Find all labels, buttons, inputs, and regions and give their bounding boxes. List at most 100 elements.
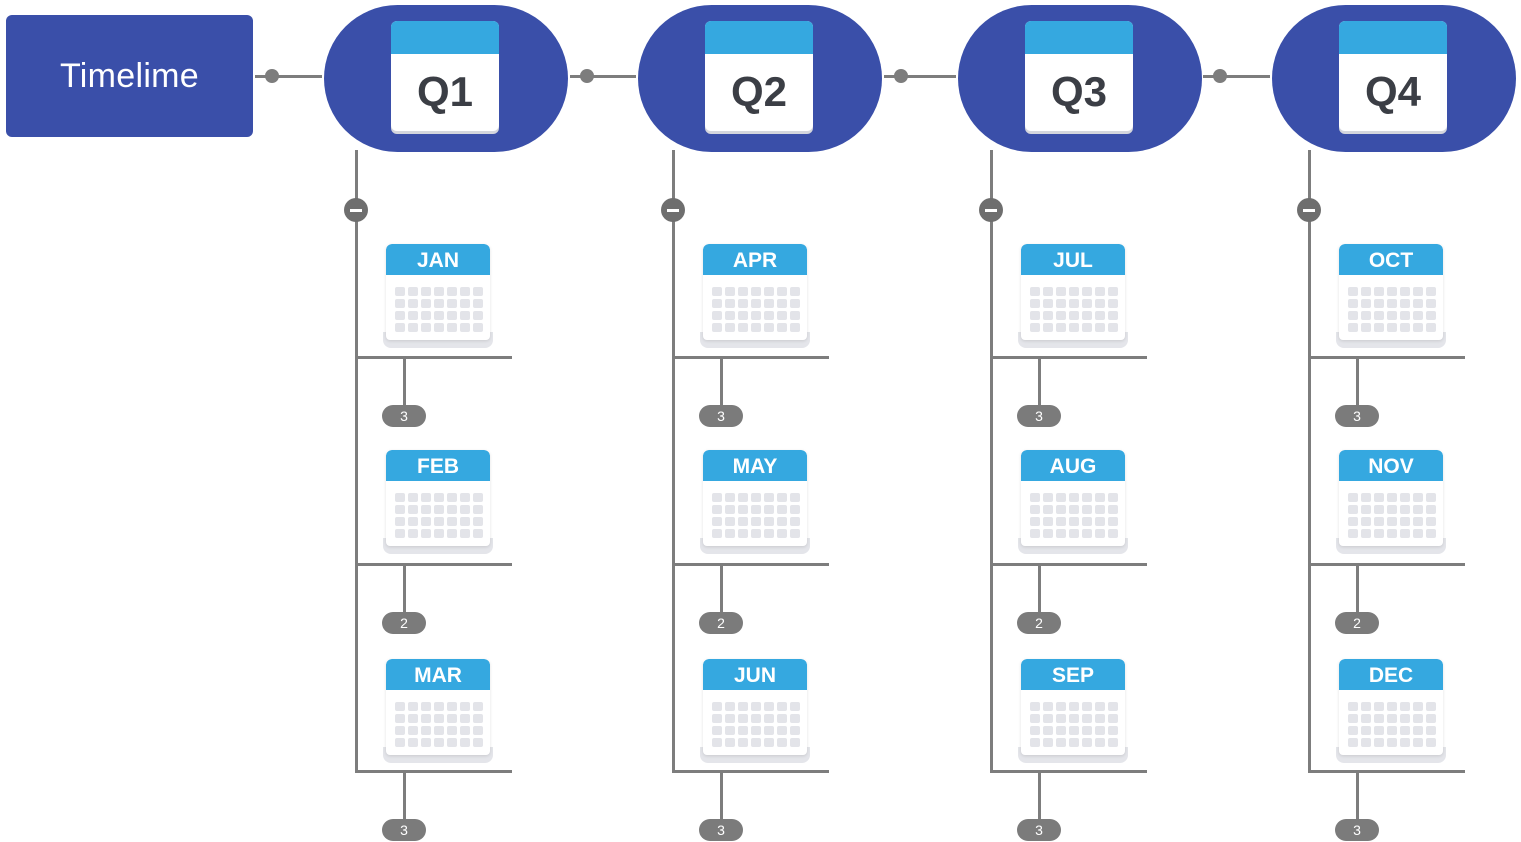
calendar-day-cell <box>712 505 722 514</box>
calendar-day-cell <box>1069 493 1079 502</box>
calendar-day-cell <box>712 529 722 538</box>
month-calendar-jul[interactable]: JUL <box>1018 244 1128 348</box>
month-calendar-jun[interactable]: JUN <box>700 659 810 763</box>
calendar-day-cell <box>790 529 800 538</box>
calendar-day-cell <box>1069 505 1079 514</box>
calendar-day-cell <box>421 517 431 526</box>
calendar-day-cell <box>1069 726 1079 735</box>
item-count-badge[interactable]: 3 <box>1017 405 1061 427</box>
calendar-body: JUL <box>1021 244 1125 340</box>
calendar-day-cell <box>421 299 431 308</box>
item-count-badge[interactable]: 3 <box>1017 819 1061 841</box>
calendar-day-cell <box>777 505 787 514</box>
calendar-day-cell <box>738 323 748 332</box>
calendar-day-cell <box>1374 287 1384 296</box>
month-calendar-dec[interactable]: DEC <box>1336 659 1446 763</box>
calendar-day-cell <box>395 493 405 502</box>
calendar-day-cell <box>1082 726 1092 735</box>
quarter-node-q2[interactable]: Q2 <box>638 5 882 152</box>
month-branch-nov <box>1308 563 1465 566</box>
item-count-badge[interactable]: 3 <box>699 405 743 427</box>
month-calendar-jan[interactable]: JAN <box>383 244 493 348</box>
calendar-day-cell <box>447 287 457 296</box>
calendar-day-cell <box>1361 726 1371 735</box>
calendar-day-cell <box>460 529 470 538</box>
calendar-day-cell <box>1426 738 1436 747</box>
calendar-day-cell <box>1413 505 1423 514</box>
calendar-day-grid <box>395 287 485 335</box>
calendar-day-cell <box>1108 726 1118 735</box>
calendar-day-cell <box>408 738 418 747</box>
month-calendar-nov[interactable]: NOV <box>1336 450 1446 554</box>
item-count-badge[interactable]: 2 <box>699 612 743 634</box>
calendar-day-cell <box>1426 529 1436 538</box>
item-count-badge[interactable]: 3 <box>699 819 743 841</box>
item-count-badge[interactable]: 3 <box>1335 819 1379 841</box>
item-count-badge[interactable]: 2 <box>382 612 426 634</box>
count-stem <box>1356 773 1359 821</box>
calendar-day-cell <box>777 726 787 735</box>
calendar-day-cell <box>395 505 405 514</box>
month-label: AUG <box>1049 455 1097 478</box>
calendar-day-cell <box>1361 323 1371 332</box>
month-calendar-oct[interactable]: OCT <box>1336 244 1446 348</box>
calendar-day-cell <box>1387 299 1397 308</box>
month-branch-jan <box>355 356 512 359</box>
calendar-day-cell <box>1030 311 1040 320</box>
calendar-day-grid <box>712 287 802 335</box>
month-branch-sep <box>990 770 1147 773</box>
calendar-day-cell <box>764 311 774 320</box>
calendar-day-cell <box>1069 299 1079 308</box>
collapse-toggle-icon[interactable] <box>979 198 1003 222</box>
quarter-node-q4[interactable]: Q4 <box>1272 5 1516 152</box>
calendar-day-cell <box>1387 738 1397 747</box>
calendar-day-cell <box>1056 714 1066 723</box>
collapse-toggle-icon[interactable] <box>1297 198 1321 222</box>
calendar-day-cell <box>712 726 722 735</box>
calendar-day-cell <box>751 702 761 711</box>
root-node[interactable]: Timelime <box>6 15 253 137</box>
calendar-day-cell <box>460 702 470 711</box>
calendar-day-cell <box>712 287 722 296</box>
calendar-day-cell <box>460 738 470 747</box>
calendar-day-cell <box>1400 323 1410 332</box>
calendar-day-cell <box>777 517 787 526</box>
item-count-badge[interactable]: 3 <box>1335 405 1379 427</box>
month-calendar-sep[interactable]: SEP <box>1018 659 1128 763</box>
item-count-badge[interactable]: 3 <box>382 819 426 841</box>
item-count-badge[interactable]: 3 <box>382 405 426 427</box>
collapse-toggle-icon[interactable] <box>344 198 368 222</box>
calendar-day-cell <box>1095 714 1105 723</box>
item-count-badge[interactable]: 2 <box>1335 612 1379 634</box>
month-calendar-feb[interactable]: FEB <box>383 450 493 554</box>
calendar-day-cell <box>1348 702 1358 711</box>
month-calendar-aug[interactable]: AUG <box>1018 450 1128 554</box>
calendar-day-grid <box>1348 287 1438 335</box>
calendar-day-cell <box>1413 529 1423 538</box>
month-calendar-apr[interactable]: APR <box>700 244 810 348</box>
calendar-day-cell <box>434 493 444 502</box>
calendar-day-cell <box>1413 493 1423 502</box>
calendar-day-cell <box>473 287 483 296</box>
calendar-day-cell <box>1413 702 1423 711</box>
calendar-day-cell <box>725 517 735 526</box>
month-calendar-may[interactable]: MAY <box>700 450 810 554</box>
item-count-badge[interactable]: 2 <box>1017 612 1061 634</box>
quarter-node-q3[interactable]: Q3 <box>958 5 1202 152</box>
calendar-day-cell <box>738 517 748 526</box>
calendar-day-cell <box>1108 505 1118 514</box>
month-label: SEP <box>1051 664 1095 687</box>
calendar-day-cell <box>790 726 800 735</box>
month-label: JUL <box>1053 249 1093 272</box>
calendar-body: JUN <box>703 659 807 755</box>
calendar-header-band: MAY <box>703 450 807 481</box>
calendar-day-cell <box>1413 287 1423 296</box>
calendar-day-cell <box>395 311 405 320</box>
calendar-day-cell <box>1361 714 1371 723</box>
calendar-day-cell <box>1082 702 1092 711</box>
quarter-node-q1[interactable]: Q1 <box>324 5 568 152</box>
calendar-day-cell <box>421 529 431 538</box>
calendar-day-cell <box>1030 493 1040 502</box>
collapse-toggle-icon[interactable] <box>661 198 685 222</box>
month-calendar-mar[interactable]: MAR <box>383 659 493 763</box>
